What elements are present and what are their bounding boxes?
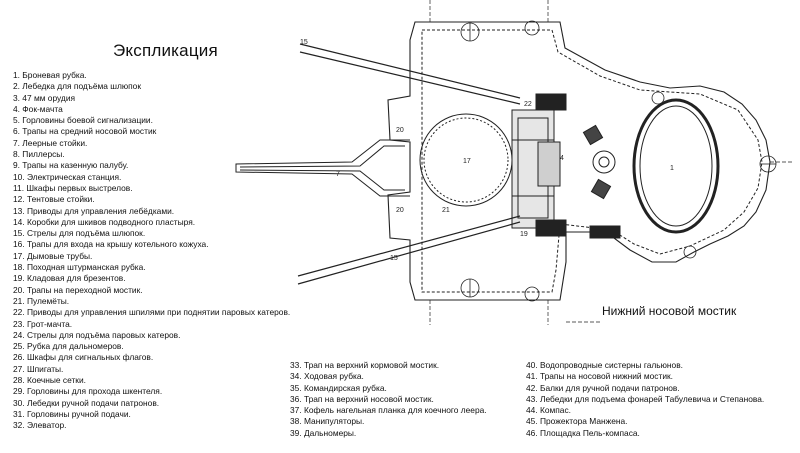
legend-item: 1. Броневая рубка. <box>13 70 87 80</box>
legend-item: 11. Шкафы первых выстрелов. <box>13 182 133 193</box>
legend-item: 43. Лебедки для подъема фонарей Табулеви… <box>526 393 765 404</box>
legend-item: 27. Шпигаты. <box>13 363 64 374</box>
legend-column-1: 1. Броневая рубка.2. Лебедка для подъёма… <box>13 70 290 432</box>
legend-title: Экспликация <box>113 41 218 60</box>
legend-item: 9. Трапы на казенную палубу. <box>13 160 129 171</box>
legend-item: 24. Стрелы для подъёма паровых катеров. <box>13 329 181 340</box>
legend-item: 15. Стрелы для подъёма шлюпок. <box>13 228 146 239</box>
legend-item: 14. Коробки для шкивов подводного пласты… <box>13 216 196 227</box>
legend-column-2: 33. Трап на верхний кормовой мостик.34. … <box>290 360 487 439</box>
legend-item: 42. Балки для ручной подачи патронов. <box>526 382 680 393</box>
rail-stanchions <box>460 20 777 302</box>
legend-item: 25. Рубка для дальномеров. <box>13 341 124 352</box>
legend-item: 29. Горловины для прохода шкентеля. <box>13 386 163 397</box>
legend-item: 18. Походная штурманская рубка. <box>13 262 146 273</box>
boat-booms: 15 15 <box>297 39 521 285</box>
legend-item: 19. Кладовая для брезентов. <box>13 273 126 284</box>
legend-item: 40. Водопроводные систерны гальюнов. <box>526 360 683 370</box>
svg-text:20: 20 <box>396 127 404 134</box>
legend-item: 39. Дальномеры. <box>290 427 357 438</box>
svg-text:1: 1 <box>670 165 674 172</box>
legend-item: 8. Пиллерсы. <box>13 149 65 160</box>
legend-item: 6. Трапы на средний носовой мостик <box>13 126 157 137</box>
legend-item: 22. Приводы для управления шпилями при п… <box>13 307 291 318</box>
svg-text:17: 17 <box>463 158 471 165</box>
legend-item: 36. Трап на верхний носовой мостик. <box>290 393 434 404</box>
legend-item: 2. Лебедка для подъёма шлюпок <box>13 81 141 92</box>
legend-item: 45. Прожектора Манжена. <box>526 416 628 427</box>
ladders <box>535 93 621 239</box>
legend-item: 7. Леерные стойки. <box>13 137 88 148</box>
legend-item: 32. Элеватор. <box>13 420 67 431</box>
legend-item: 37. Кофель нагельная планка для коечного… <box>290 405 487 416</box>
legend-item: 35. Командирская рубка. <box>290 382 387 393</box>
legend-item: 13. Приводы для управления лебёдками. <box>13 205 175 216</box>
legend-item: 21. Пулемёты. <box>13 295 70 306</box>
legend-item: 12. Тентовые стойки. <box>13 194 95 205</box>
svg-text:19: 19 <box>520 231 528 238</box>
legend-item: 44. Компас. <box>526 405 571 416</box>
central-deck-outline <box>387 21 771 301</box>
legend-item: 5. Горловины боевой сигнализации. <box>13 115 153 126</box>
svg-text:7: 7 <box>336 171 340 178</box>
legend-item: 26. Шкафы для сигнальных флагов. <box>13 352 154 363</box>
deck-edge-markers <box>429 0 792 325</box>
legend-item: 41. Трапы на носовой нижний мостик. <box>526 371 673 382</box>
funnel: 17 <box>419 113 513 207</box>
legend-item: 4. Фок-мачта <box>13 103 63 114</box>
legend-item: 17. Дымовые трубы. <box>13 250 93 261</box>
legend-item: 3. 47 мм орудия <box>13 92 76 103</box>
stern-walkway <box>235 139 410 197</box>
legend-item: 38. Манипуляторы. <box>290 416 365 427</box>
diagram-subtitle: Нижний носовой мостик <box>602 304 737 318</box>
svg-text:15: 15 <box>300 39 308 46</box>
legend-item: 30. Лебедки ручной подачи патронов. <box>13 397 160 408</box>
legend-item: 46. Площадка Пель-компаса. <box>526 427 640 438</box>
legend-item: 10. Электрическая станция. <box>13 171 122 182</box>
mast-structure <box>511 109 561 229</box>
svg-text:15: 15 <box>390 255 398 262</box>
svg-text:22: 22 <box>524 101 532 108</box>
callout-labels: 20 20 7 22 21 4 19 <box>336 101 564 238</box>
svg-text:20: 20 <box>396 207 404 214</box>
legend-item: 34. Ходовая рубка. <box>290 371 364 382</box>
bow-guns <box>582 124 612 200</box>
legend-item: 33. Трап на верхний кормовой мостик. <box>290 360 440 370</box>
svg-text:21: 21 <box>442 207 450 214</box>
legend-item: 31. Горловины ручной подачи. <box>13 408 131 419</box>
legend-item: 23. Грот-мачта. <box>13 318 73 329</box>
legend-item: 28. Коечные сетки. <box>13 375 86 386</box>
svg-text:4: 4 <box>560 155 564 162</box>
legend-column-3: 40. Водопроводные систерны гальюнов.41. … <box>526 360 764 439</box>
conning-tower: 1 <box>592 98 720 234</box>
legend-item: 20. Трапы на переходной мостик. <box>13 284 143 295</box>
legend-item: 16. Трапы для входа на крышу котельного … <box>13 239 209 250</box>
